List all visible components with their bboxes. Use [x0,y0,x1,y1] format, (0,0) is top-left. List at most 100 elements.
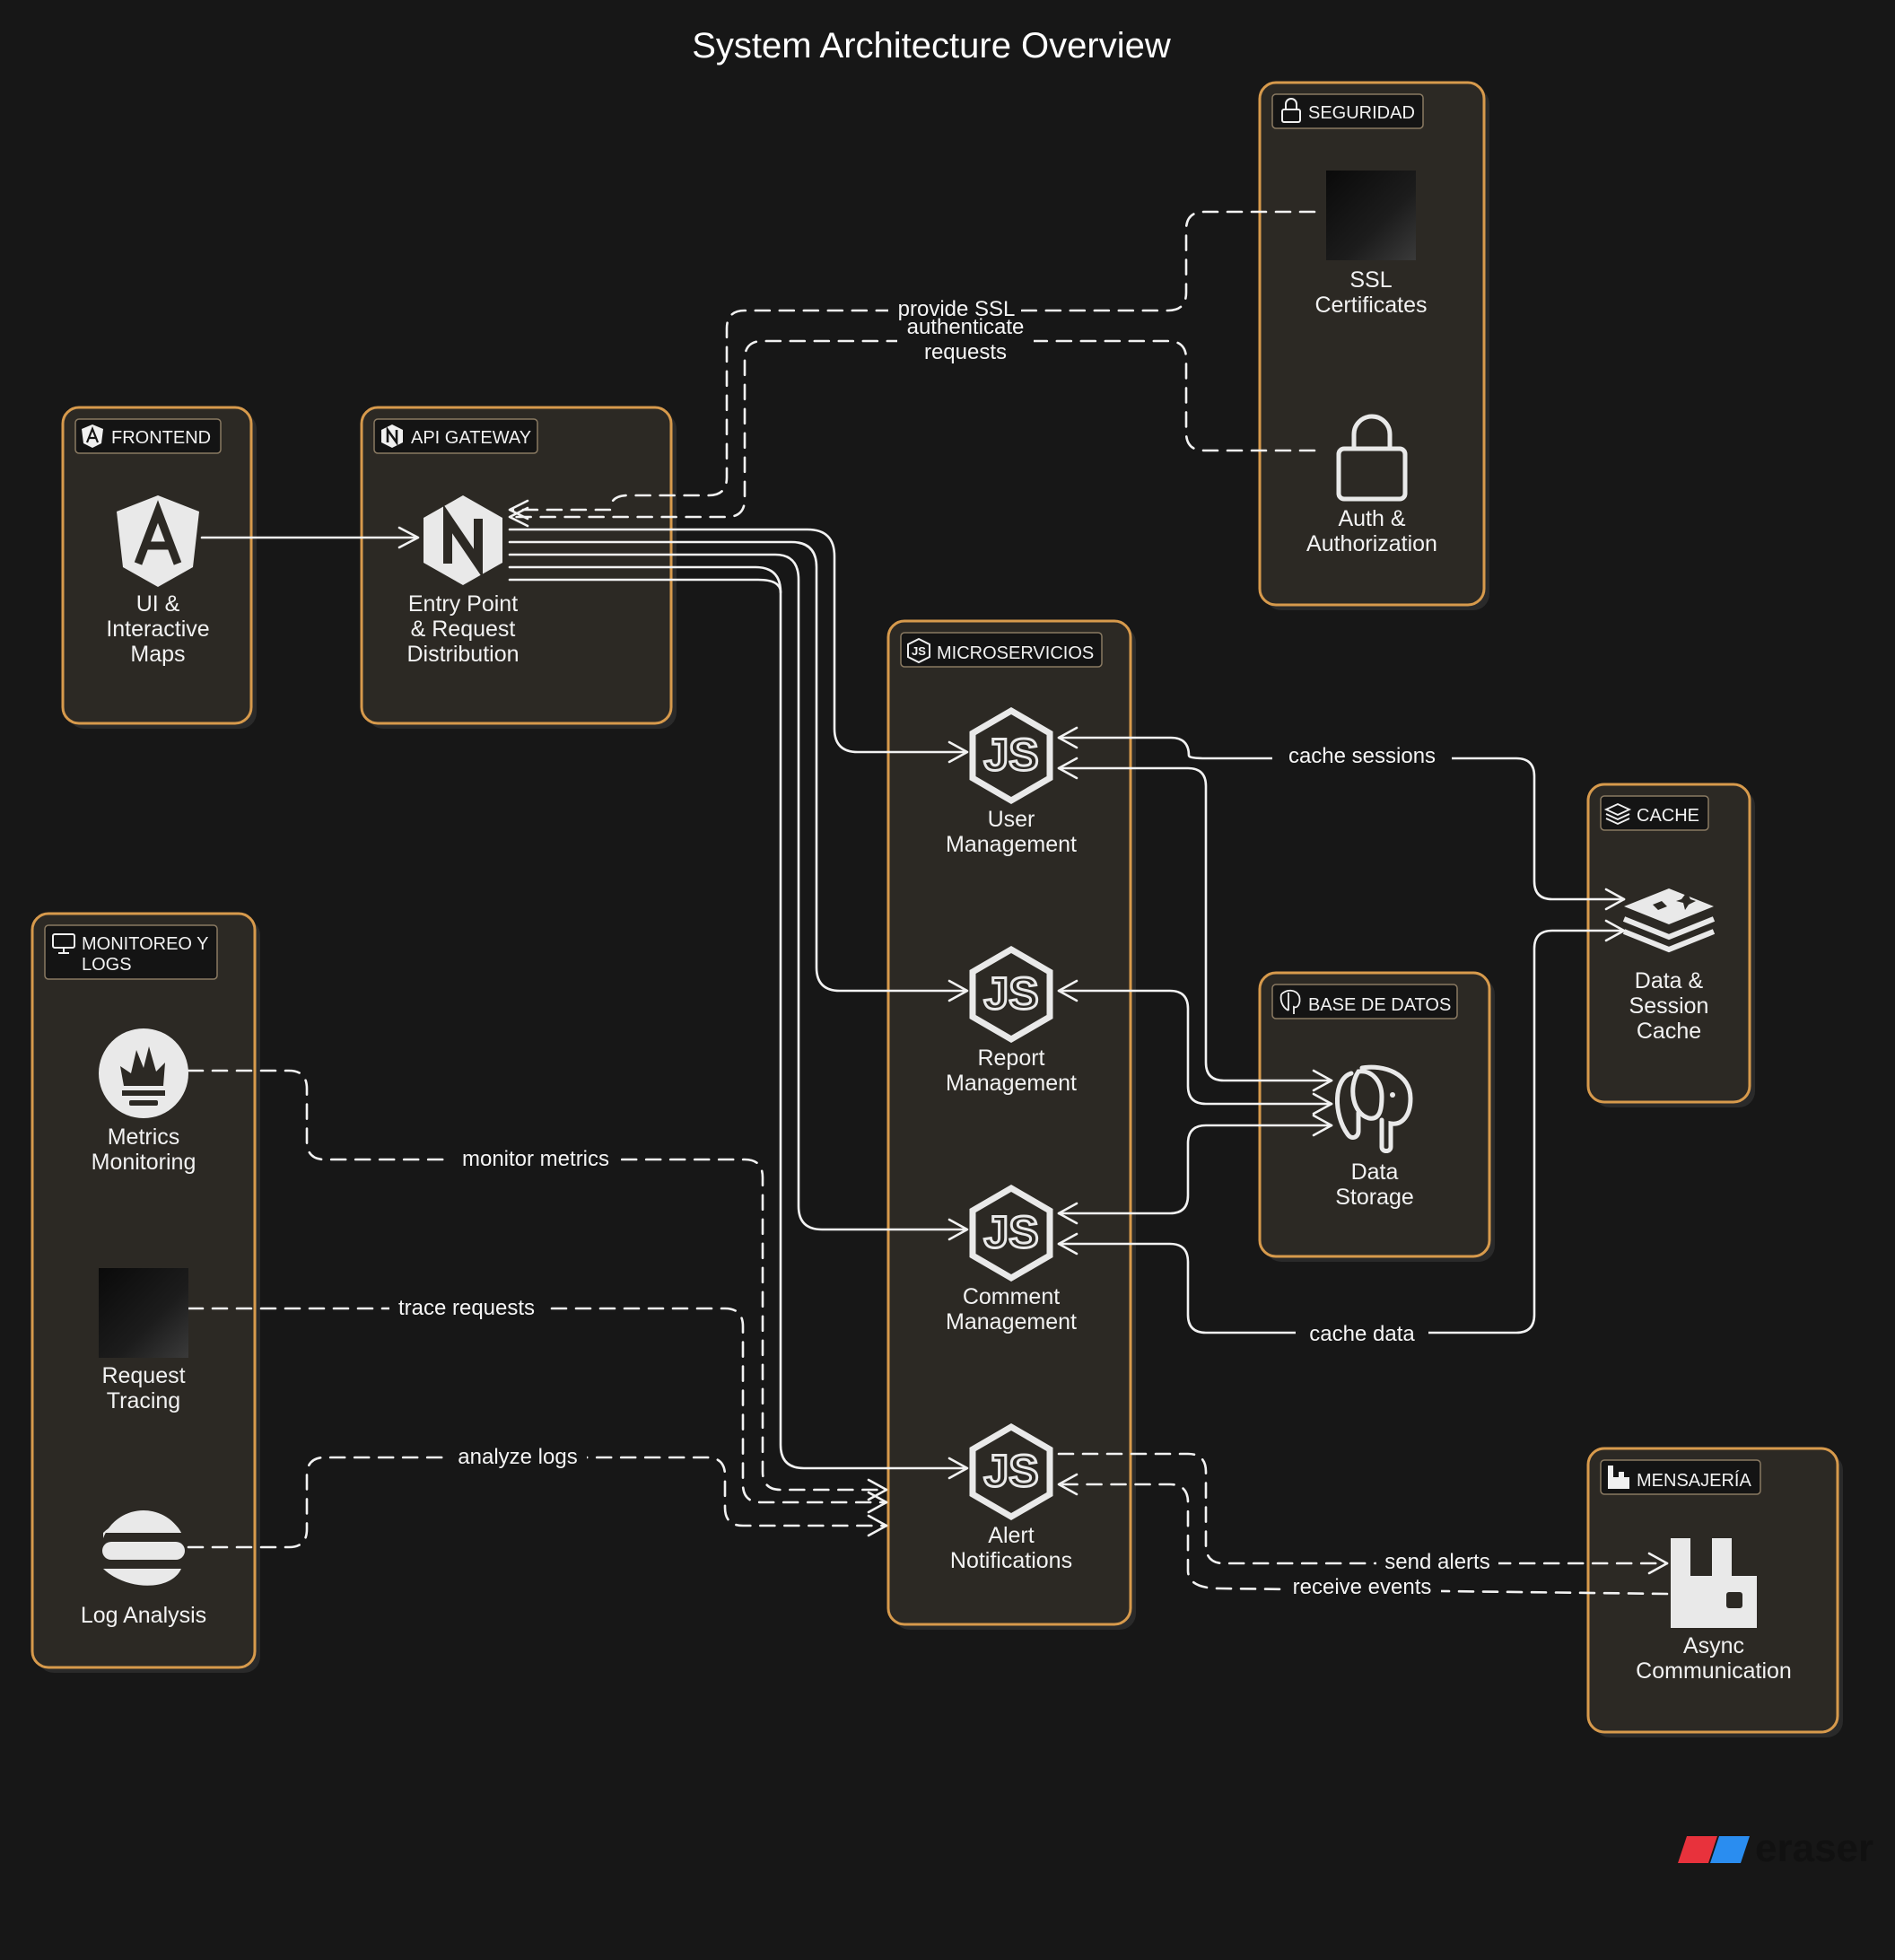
node-label-line: Async [1683,1633,1744,1658]
edge-alert-send-alerts [1057,1452,1669,1565]
node-label-line: Distribution [406,642,519,667]
arrowhead [1604,919,1626,942]
monitor-icon [52,933,75,954]
arrowhead [508,499,529,521]
nodejs-icon: JS [969,1422,1053,1521]
node-log-analysis[interactable]: Log Analysis [81,1510,206,1628]
svg-text:JS: JS [983,1207,1038,1257]
arrowhead [948,1218,969,1241]
svg-text:JS: JS [912,644,926,658]
arrowhead [1057,757,1078,780]
node-label-line: Maps [130,642,185,667]
node-label-line: & Request [411,617,516,642]
nodejs-icon: JS [969,945,1053,1044]
arrowhead [948,979,969,1002]
lock-icon [1336,414,1408,502]
edge-label-receive-events: receive events [1293,1575,1432,1599]
arrowhead [1312,1092,1333,1116]
brand-wordmark: eraser [1755,1826,1873,1870]
arrowhead [867,1491,888,1514]
edge-label-requests: requests [924,340,1007,364]
arrowhead [397,526,420,549]
arrowhead [1057,1232,1078,1256]
edge-entry-to-alert [508,565,966,1470]
edge-user-to-storage [1057,766,1333,1082]
svg-text:JS: JS [983,968,1038,1019]
lock-icon [1281,98,1301,123]
arrowhead [1057,1473,1078,1496]
node-label-line: Auth & [1338,506,1405,531]
angular-icon [82,424,103,448]
group-label-monitoreo-line2: LOGS [82,955,132,975]
node-label-line: Comment [963,1284,1060,1309]
diagram-title: System Architecture Overview [692,26,1171,66]
group-label-microservicios: MICROSERVICIOS [937,643,1094,663]
angular-icon [117,495,199,587]
node-label-line: Cache [1637,1019,1701,1044]
edge-entry-to-alert-2 [508,578,782,594]
arrowhead [1057,1202,1078,1225]
node-metrics-monitoring[interactable]: Metrics Monitoring [92,1028,196,1175]
node-label-line: Tracing [107,1388,180,1413]
node-label-line: Request [101,1363,185,1388]
node-ssl-certificates[interactable]: SSL Certificates [1314,171,1428,318]
edge-label-analyze-logs: analyze logs [458,1445,577,1469]
node-comment-management[interactable]: JS Comment Management [946,1184,1077,1334]
arrowhead [1647,1552,1669,1575]
edge-label-authenticate: authenticate [907,315,1025,339]
node-request-tracing[interactable]: Request Tracing [99,1268,188,1413]
edge-label-cache-sessions: cache sessions [1288,744,1436,768]
postgresql-icon [1335,1064,1413,1153]
arrowhead [1312,1114,1333,1137]
arrowhead [867,1514,888,1537]
tracing-icon [99,1268,188,1358]
group-label-base-de-datos: BASE DE DATOS [1308,995,1451,1015]
edge-ssl-to-entry [510,210,1316,512]
group-cache: CACHE [1586,783,1755,1107]
nodejs-icon: JS [969,1184,1053,1282]
node-label-line: Data [1351,1159,1399,1185]
node-entry-point[interactable]: Entry Point & Request Distribution [406,495,520,667]
node-label-line: Alert [988,1523,1034,1548]
edge-label-cache-data: cache data [1309,1322,1415,1346]
node-label-line: Monitoring [92,1150,196,1175]
node-alert-notifications[interactable]: JS Alert Notifications [950,1422,1072,1573]
edge-logs-to-alert [187,1456,888,1549]
nodejs-icon: JS [907,637,930,664]
arrowhead [1057,979,1078,1002]
arrowhead [948,1457,969,1480]
arrowhead [1057,726,1078,749]
group-api-gateway: API GATEWAY [360,406,677,729]
node-label-line: Management [946,832,1077,857]
elastic-icon [102,1510,185,1586]
prometheus-icon [99,1028,188,1118]
node-label-line: Management [946,1309,1077,1334]
node-label-line: Interactive [106,617,209,642]
eraser-logo: eraser [1678,1826,1873,1870]
node-data-session-cache[interactable]: Data & Session Cache [1622,888,1716,1044]
edge-user-cache-sessions [1057,736,1626,901]
node-label-line: Report [977,1046,1044,1071]
node-label-line: Metrics [108,1124,180,1150]
edge-report-to-storage [1057,989,1333,1106]
node-auth-authorization[interactable]: Auth & Authorization [1306,414,1437,556]
arrowhead [948,740,969,764]
arrowhead [1312,1069,1333,1092]
node-data-storage[interactable]: Data Storage [1335,1064,1414,1210]
redis-icon [1622,888,1716,953]
node-user-management[interactable]: JS User Management [946,706,1077,857]
nginx-icon [381,424,403,448]
node-ui-interactive-maps[interactable]: UI & Interactive Maps [106,495,210,667]
edge-label-monitor-metrics: monitor metrics [462,1147,609,1171]
node-report-management[interactable]: JS Report Management [946,945,1077,1096]
edge-label-send-alerts: send alerts [1384,1550,1489,1574]
node-label-line: Storage [1335,1185,1414,1210]
node-async-communication[interactable]: Async Communication [1636,1538,1792,1684]
group-label-frontend: FRONTEND [111,428,211,448]
edge-entry-to-user [508,528,966,754]
node-label-line: Entry Point [408,591,518,617]
svg-text:JS: JS [983,1446,1038,1496]
edge-entry-to-comment [508,553,966,1231]
node-label-line: Authorization [1306,531,1437,556]
group-seguridad: SEGURIDAD [1258,81,1489,610]
